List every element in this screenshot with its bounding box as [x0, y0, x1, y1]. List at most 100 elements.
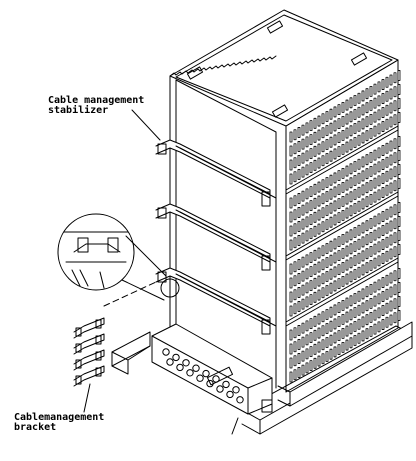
vent-slot: [305, 348, 309, 360]
vent-slot: [289, 211, 293, 223]
vent-slot: [289, 277, 293, 289]
vent-slot: [377, 227, 381, 239]
vent-slot: [385, 76, 389, 88]
vent-slot: [389, 248, 393, 260]
vent-slot: [365, 130, 369, 142]
vent-slot: [293, 303, 297, 315]
vent-slot: [373, 229, 377, 241]
vent-slot: [373, 111, 377, 123]
vent-slot: [309, 294, 313, 306]
vent-slot: [309, 252, 313, 264]
vent-slot: [329, 306, 333, 318]
vent-slot: [385, 250, 389, 262]
vent-slot: [341, 313, 345, 325]
port-connector: [226, 390, 234, 399]
vent-slot: [349, 309, 353, 321]
vent-slot: [377, 161, 381, 173]
vent-slot: [289, 173, 293, 185]
vent-slot: [369, 151, 373, 163]
vent-slot: [377, 175, 381, 187]
vent-slot: [365, 314, 369, 326]
vent-slot: [357, 172, 361, 184]
vent-slot: [329, 202, 333, 214]
vent-slot: [293, 275, 297, 287]
vent-slot: [313, 357, 317, 369]
vent-slot: [397, 244, 401, 255]
vent-slot: [389, 168, 393, 180]
stabilizer-callout: Cable management stabilizer: [48, 96, 144, 116]
vent-slot: [333, 318, 337, 330]
vent-slot: [289, 145, 293, 157]
port-connector: [212, 375, 220, 383]
vent-slot: [353, 307, 357, 318]
vent-slot: [329, 334, 333, 346]
vent-slot: [393, 72, 397, 84]
vent-slot: [381, 187, 385, 198]
vent-slot: [313, 183, 317, 195]
vent-slot: [333, 332, 337, 344]
vent-slot: [337, 316, 341, 328]
port-connector: [222, 380, 230, 389]
vent-slot: [397, 296, 401, 307]
vent-slot: [341, 181, 345, 193]
vent-slot: [381, 93, 385, 104]
bracket-leader: [83, 383, 91, 413]
vent-slot: [337, 170, 341, 182]
vent-slot: [321, 113, 325, 125]
vent-slot: [345, 99, 349, 111]
vent-slot: [317, 181, 321, 193]
vent-slot: [397, 70, 401, 81]
vent-slot: [289, 159, 293, 171]
vent-slot: [361, 264, 365, 276]
vent-slot: [293, 355, 297, 367]
vent-slot: [357, 224, 361, 236]
cabinet-side-face: [285, 59, 399, 393]
vent-slot: [289, 329, 293, 341]
vent-slot: [345, 127, 349, 139]
vent-slot: [381, 291, 385, 302]
vent-slot: [385, 104, 389, 116]
vent-slot: [373, 309, 377, 321]
vent-slot: [297, 127, 301, 138]
vent-slot: [389, 102, 393, 114]
vent-slot: [337, 264, 341, 276]
vent-slot: [321, 127, 325, 139]
vent-slot: [369, 283, 373, 295]
bracket-callout-line2: bracket: [14, 422, 57, 433]
vent-slot: [373, 215, 377, 227]
vent-slot: [373, 323, 377, 335]
vent-slot: [305, 282, 309, 294]
vent-slot: [365, 262, 369, 274]
vent-slot: [325, 337, 329, 348]
vent-slot: [321, 311, 325, 323]
vent-slot: [329, 216, 333, 228]
vent-slot: [337, 198, 341, 210]
vent-slot: [297, 325, 301, 336]
vent-slot: [369, 311, 373, 323]
vent-slot: [361, 132, 365, 144]
vent-slot: [301, 190, 305, 202]
vent-slot: [345, 141, 349, 153]
vent-slot: [357, 266, 361, 278]
vent-slot: [393, 100, 397, 112]
vent-slot: [297, 141, 301, 152]
vent-slot: [325, 219, 329, 230]
vent-slot: [317, 247, 321, 259]
vent-slot: [377, 279, 381, 291]
vent-slot: [333, 106, 337, 118]
vent-slot: [381, 145, 385, 156]
vent-slot: [365, 234, 369, 246]
vent-slot: [321, 141, 325, 153]
vent-slot: [341, 195, 345, 207]
vent-slot: [297, 287, 301, 298]
vent-slot: [309, 360, 313, 372]
vent-slot: [317, 129, 321, 141]
vent-slot: [357, 304, 361, 316]
vent-slot: [349, 295, 353, 307]
vent-slot: [305, 122, 309, 134]
vent-slot: [313, 211, 317, 223]
vent-slot: [321, 287, 325, 299]
vent-slot: [357, 186, 361, 198]
vent-slot: [337, 118, 341, 130]
